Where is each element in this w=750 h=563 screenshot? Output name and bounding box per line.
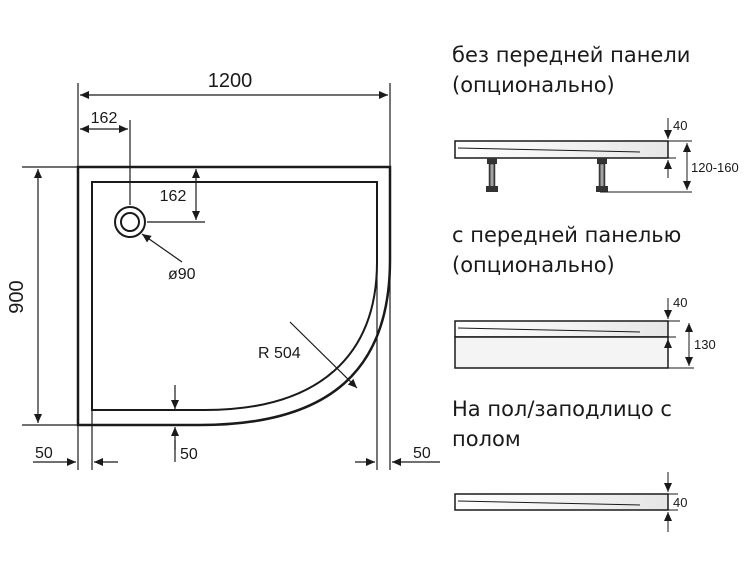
rim-bottom-label: 50 — [180, 446, 198, 463]
variant-1-tray-profile — [454, 140, 669, 159]
radius-label: R 504 — [258, 345, 301, 362]
rim-left-label: 50 — [35, 445, 53, 462]
variant-1-thickness-label: 40 — [673, 118, 687, 133]
variant-2-caption-line-2: (опционально) — [452, 253, 615, 277]
variant-3-thickness-label: 40 — [673, 495, 687, 510]
drain-icon — [114, 206, 146, 238]
height-label: 900 — [6, 280, 28, 313]
height-dimension: 900 — [6, 166, 78, 426]
drain-offset-y-dimension: 162 — [147, 169, 205, 223]
variant-3-caption-line-2: полом — [452, 427, 521, 451]
rim-right-label: 50 — [413, 445, 431, 462]
drain-offset-y-label: 162 — [160, 188, 187, 205]
variant-flush-floor: На пол/заподлицо с полом 40 — [452, 397, 687, 532]
variant-1-height-label: 120-160 — [691, 160, 739, 175]
drain-offset-x-label: 162 — [91, 110, 118, 127]
rim-right-dimension: 50 — [355, 260, 440, 470]
drain-diameter-label: ø90 — [168, 266, 196, 283]
tray-inner-outline — [91, 181, 378, 411]
tray-outer-outline — [76, 165, 392, 427]
drain-offset-x-dimension: 162 — [80, 110, 131, 205]
width-dimension: 1200 — [77, 70, 391, 167]
variant-3-caption-line-1: На пол/заподлицо с — [452, 397, 672, 421]
plan-view: 1200 162 162 ø90 900 R 504 — [6, 70, 440, 470]
variant-with-front-panel: с передней панелью (опционально) 40 130 — [452, 223, 716, 369]
width-label: 1200 — [208, 70, 253, 92]
radius-dimension: R 504 — [258, 321, 358, 389]
variant-2-front-panel — [454, 336, 669, 369]
variant-2-thickness-label: 40 — [673, 295, 687, 310]
rim-left-dimension: 50 — [33, 410, 118, 470]
variant-2-height-label: 130 — [694, 337, 716, 352]
variant-1-legs — [486, 158, 608, 192]
variant-1-caption-line-1: без передней панели — [452, 43, 690, 67]
variant-no-front-panel: без передней панели (опционально) 40 120… — [452, 43, 739, 193]
rim-bottom-dimension: 50 — [171, 385, 198, 463]
variant-2-caption-line-1: с передней панелью — [452, 223, 681, 247]
variant-1-caption-line-2: (опционально) — [452, 73, 615, 97]
drain-diameter-dimension: ø90 — [141, 233, 196, 283]
